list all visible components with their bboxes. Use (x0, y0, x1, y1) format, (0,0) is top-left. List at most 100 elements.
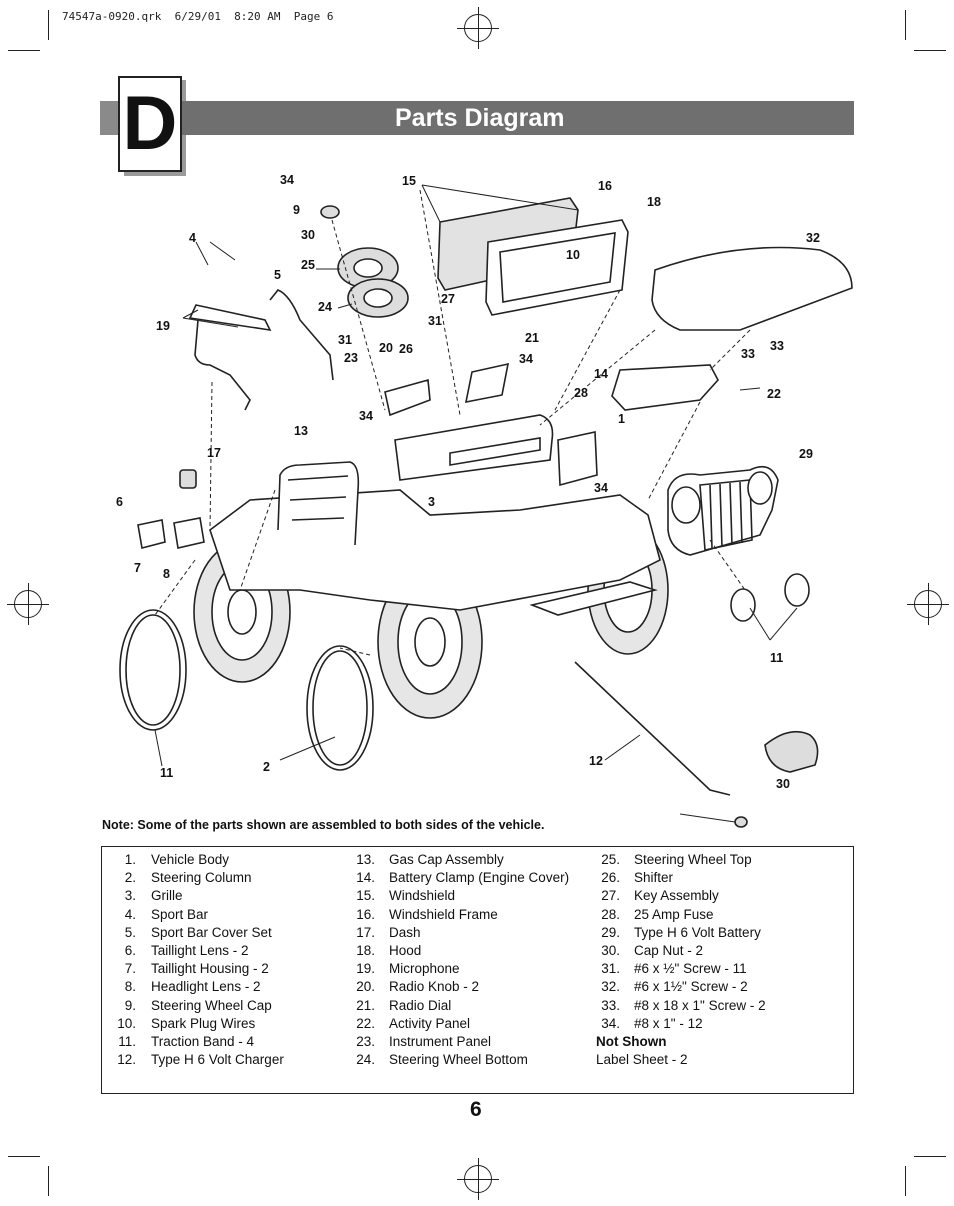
callout-label: 34 (280, 173, 294, 187)
callout-label: 34 (519, 352, 533, 366)
callout-label: 22 (767, 387, 781, 401)
crop-mark (905, 1166, 906, 1196)
parts-list: 1.Vehicle Body 2.Steering Column 3.Grill… (101, 846, 854, 1094)
callout-label: 30 (301, 228, 315, 242)
callout-label: 25 (301, 258, 315, 272)
part-row: 21.Radio Dial (356, 997, 452, 1013)
part-row: 2.Steering Column (124, 870, 252, 886)
gas-cap-illustration (179, 469, 197, 489)
headlight-lens-illustration (784, 573, 810, 607)
crop-mark (914, 1156, 946, 1157)
callout-label: 34 (359, 409, 373, 423)
part-row: 25.Steering Wheel Top (601, 852, 752, 867)
part-row: 28.25 Amp Fuse (601, 906, 714, 922)
part-row: 4.Sport Bar (124, 906, 209, 922)
callout-label: 26 (399, 342, 413, 356)
not-shown-heading: Not Shown (596, 1033, 667, 1049)
callout-label: 15 (402, 174, 416, 188)
callout-label: 4 (189, 231, 196, 245)
part-row: 15.Windshield (356, 888, 456, 904)
section-letter: D (118, 76, 182, 172)
callout-label: 5 (274, 268, 281, 282)
page-title: Parts Diagram (395, 104, 565, 132)
part-row: 7.Taillight Housing - 2 (124, 961, 269, 977)
page-number: 6 (470, 1098, 482, 1121)
crop-mark (8, 1156, 40, 1157)
part-row: 3.Grille (124, 888, 183, 904)
callout-label: 6 (116, 495, 123, 509)
callout-label: 24 (318, 300, 332, 314)
part-row: 26.Shifter (601, 870, 674, 886)
part-row: 17.Dash (356, 924, 421, 940)
callout-label: 1 (618, 412, 625, 426)
callout-label: 9 (293, 203, 300, 217)
callout-label: 17 (207, 446, 221, 460)
part-row: 14.Battery Clamp (Engine Cover) (356, 870, 570, 886)
callout-label: 3 (428, 495, 435, 509)
engine-cover-illustration (611, 364, 719, 411)
callout-label: 20 (379, 341, 393, 355)
charger-illustration (764, 730, 819, 773)
crop-mark (48, 1166, 49, 1196)
part-row: 33.#8 x 18 x 1" Screw - 2 (601, 997, 766, 1013)
callout-label: 7 (134, 561, 141, 575)
callout-label: 8 (163, 567, 170, 581)
steering-column-illustration (574, 661, 731, 796)
dash-illustration (394, 414, 554, 481)
part-row: 16.Windshield Frame (356, 906, 498, 922)
registration-mark (907, 583, 949, 625)
callout-label: 34 (594, 481, 608, 495)
part-row: 34.#8 x 1" - 12 (601, 1015, 703, 1031)
callout-label: 33 (770, 339, 784, 353)
parts-list-column-1: 1.Vehicle Body 2.Steering Column 3.Grill… (102, 851, 284, 1069)
callout-label: 28 (574, 386, 588, 400)
part-row: 32.#6 x 1½" Screw - 2 (601, 979, 748, 995)
callout-label: 2 (263, 760, 270, 774)
parts-diagram: 34 9 30 25 24 31 15 16 18 32 4 5 19 27 3… (116, 173, 853, 828)
callout-label: 10 (566, 248, 580, 262)
callout-label: 12 (589, 754, 603, 768)
not-shown-item: Label Sheet - 2 (596, 1052, 688, 1068)
part-row: 30.Cap Nut - 2 (601, 942, 704, 958)
registration-mark (457, 1158, 499, 1200)
part-row: 19.Microphone (356, 961, 460, 977)
callout-labels: 34 9 30 25 24 31 15 16 18 32 4 5 19 27 3… (116, 173, 820, 791)
callout-label: 11 (160, 766, 173, 780)
part-row: 18.Hood (356, 942, 422, 958)
part-row: 9.Steering Wheel Cap (124, 997, 272, 1013)
crop-mark (8, 50, 40, 51)
part-row: 10.Spark Plug Wires (117, 1015, 256, 1031)
part-row: 11.Traction Band - 4 (118, 1033, 255, 1049)
registration-mark (7, 583, 49, 625)
callout-label: 19 (156, 319, 170, 333)
taillight-lens-illustration (137, 519, 166, 549)
part-row: 8.Headlight Lens - 2 (124, 979, 261, 995)
callout-label: 18 (647, 195, 661, 209)
part-row: 6.Taillight Lens - 2 (124, 942, 249, 958)
hood-illustration (651, 246, 853, 331)
part-row: 13.Gas Cap Assembly (356, 852, 504, 867)
part-row: 12.Type H 6 Volt Charger (117, 1052, 284, 1068)
part-row: 31.#6 x ½" Screw - 11 (601, 961, 747, 977)
callout-label: 31 (338, 333, 352, 347)
callout-label: 29 (799, 447, 813, 461)
part-row: 22.Activity Panel (356, 1015, 471, 1031)
callout-label: 23 (344, 351, 358, 365)
battery-illustration (557, 431, 598, 487)
traction-band-illustration (306, 645, 374, 771)
part-row: 27.Key Assembly (601, 888, 719, 904)
part-row: 5.Sport Bar Cover Set (124, 924, 272, 940)
crop-mark (48, 10, 49, 40)
callout-label: 14 (594, 367, 608, 381)
headlight-lens-illustration (730, 588, 756, 622)
crop-mark (905, 10, 906, 40)
callout-label: 16 (598, 179, 612, 193)
title-bar (100, 101, 854, 135)
callout-label: 32 (806, 231, 820, 245)
part-row: 29.Type H 6 Volt Battery (601, 924, 761, 940)
part-row: 1.Vehicle Body (124, 852, 230, 867)
part-row: 20.Radio Knob - 2 (356, 979, 480, 995)
parts-list-column-3: 25.Steering Wheel Top 26.Shifter 27.Key … (596, 851, 766, 1069)
sport-bar-illustration (194, 289, 334, 411)
callout-label: 27 (441, 292, 455, 306)
